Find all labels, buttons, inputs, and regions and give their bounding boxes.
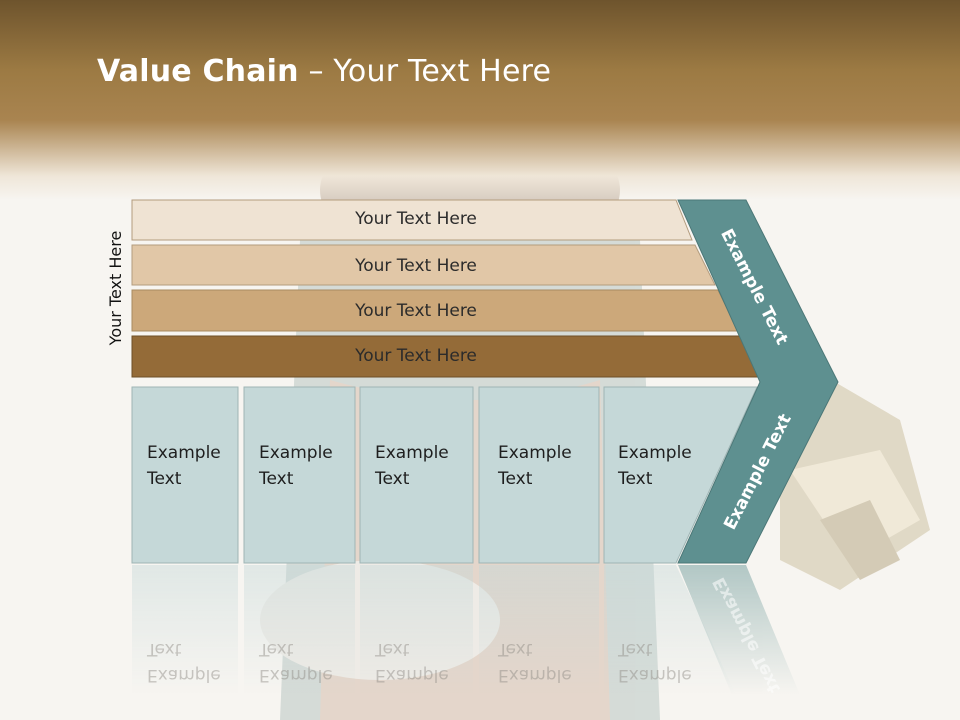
activity-box-2 [243,386,356,564]
activity-text-2-line2: Text [259,469,294,489]
reflection-text-5: Example Text [618,636,692,688]
title-strong: Value Chain [97,54,299,89]
reflection-text-5-line2: Text [618,639,653,659]
bar-2 [131,244,716,286]
title-rest: – Your Text Here [298,54,552,89]
box-reflection-5 [604,565,736,695]
bar-label-2: Your Text Here [355,256,477,276]
reflection-text-5-line1: Example [618,665,692,685]
reflection-text-1: Example Text [147,636,221,688]
activity-text-4-line2: Text [498,469,533,489]
box-reflection-4 [479,565,599,695]
bar-label-4: Your Text Here [355,346,477,366]
box-reflection-3 [360,565,473,695]
reflection-text-2-line2: Text [259,639,294,659]
chevron-reflection [678,565,800,695]
reflection-text-4-line2: Text [498,639,533,659]
activity-text-5-line2: Text [618,469,653,489]
reflection-text-2: Example Text [259,636,333,688]
reflection-text-4-line1: Example [498,665,572,685]
bar-label-1: Your Text Here [355,209,477,229]
bar-label-3: Your Text Here [355,301,477,321]
box-reflection-2 [244,565,355,695]
activity-text-3-line1: Example [375,443,449,463]
activity-text-5-line1: Example [618,443,692,463]
reflection-text-3-line1: Example [375,665,449,685]
activity-box-4 [478,386,600,564]
activity-text-1-line1: Example [147,443,221,463]
activity-text-2-line1: Example [259,443,333,463]
reflection-text-4: Example Text [498,636,572,688]
margin-chevron [677,199,839,564]
activity-text-4-line1: Example [498,443,572,463]
activity-text-1-line2: Text [147,469,182,489]
reflection-text-1-line1: Example [147,665,221,685]
reflection-text-2-line1: Example [259,665,333,685]
reflection-text-3-line2: Text [375,639,410,659]
box-reflection-1 [132,565,238,695]
bar-1 [131,199,693,241]
header-band [0,0,960,200]
slide-title: Value Chain – Your Text Here [97,54,551,89]
activity-box-5 [603,386,758,564]
reflection-text-1-line2: Text [147,639,182,659]
activity-text-3-line2: Text [375,469,410,489]
activity-box-3 [359,386,474,564]
activity-box-1 [131,386,239,564]
reflection-text-3: Example Text [375,636,449,688]
